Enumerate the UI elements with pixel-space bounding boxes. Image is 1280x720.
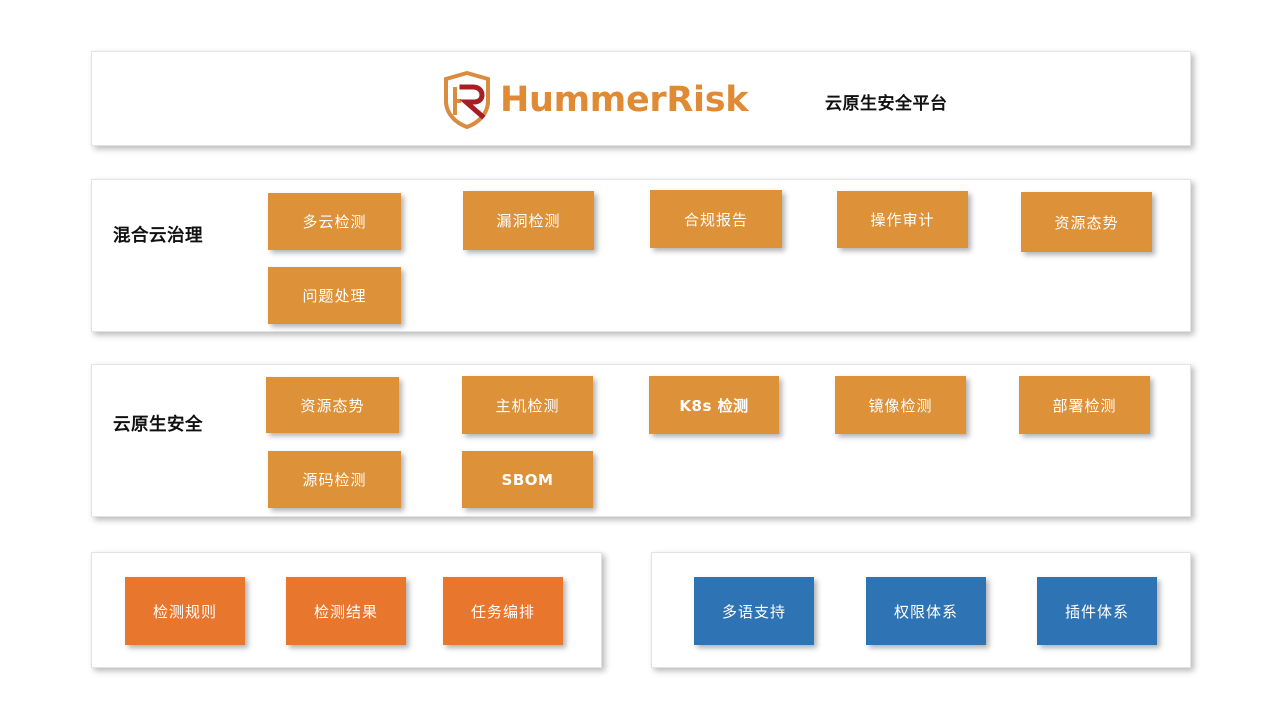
feature-box-detection-engine-0-2[interactable]: 任务编排 xyxy=(443,577,563,645)
feature-box-cloud-native-security-1-1[interactable]: SBOM xyxy=(462,451,593,508)
feature-box-platform-capabilities-0-2[interactable]: 插件体系 xyxy=(1037,577,1157,645)
feature-box-hybrid-cloud-governance-0-3[interactable]: 操作审计 xyxy=(837,191,968,248)
feature-box-hybrid-cloud-governance-0-4[interactable]: 资源态势 xyxy=(1021,192,1152,252)
hummerrisk-shield-logo-icon xyxy=(442,71,492,129)
brand-name: HummerRisk xyxy=(500,80,749,120)
feature-box-hybrid-cloud-governance-0-1[interactable]: 漏洞检测 xyxy=(463,191,594,250)
section-label-cloud-native-security: 云原生安全 xyxy=(113,414,203,434)
feature-box-cloud-native-security-0-0[interactable]: 资源态势 xyxy=(266,377,399,433)
feature-box-detection-engine-0-1[interactable]: 检测结果 xyxy=(286,577,406,645)
header-panel: HummerRisk 云原生安全平台 xyxy=(91,51,1191,146)
feature-box-cloud-native-security-1-0[interactable]: 源码检测 xyxy=(268,451,401,508)
section-label-hybrid-cloud-governance: 混合云治理 xyxy=(113,225,203,245)
header-subtitle: 云原生安全平台 xyxy=(825,94,948,113)
feature-box-hybrid-cloud-governance-0-2[interactable]: 合规报告 xyxy=(650,190,782,248)
feature-box-cloud-native-security-0-1[interactable]: 主机检测 xyxy=(462,376,593,434)
feature-box-platform-capabilities-0-0[interactable]: 多语支持 xyxy=(694,577,814,645)
feature-box-cloud-native-security-0-3[interactable]: 镜像检测 xyxy=(835,376,966,434)
feature-box-platform-capabilities-0-1[interactable]: 权限体系 xyxy=(866,577,986,645)
brand-lockup: HummerRisk xyxy=(442,71,749,129)
feature-box-cloud-native-security-0-4[interactable]: 部署检测 xyxy=(1019,376,1150,434)
feature-box-detection-engine-0-0[interactable]: 检测规则 xyxy=(125,577,245,645)
feature-box-cloud-native-security-0-2[interactable]: K8s 检测 xyxy=(649,376,779,434)
feature-box-hybrid-cloud-governance-0-0[interactable]: 多云检测 xyxy=(268,193,401,250)
feature-box-hybrid-cloud-governance-1-0[interactable]: 问题处理 xyxy=(268,267,401,324)
